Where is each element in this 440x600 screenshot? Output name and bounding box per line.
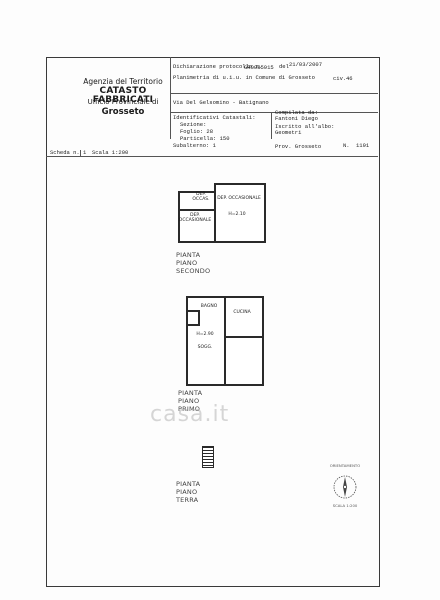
scale-label: Scala 1:200	[92, 149, 129, 156]
room-kitchen	[224, 296, 264, 340]
stair-well	[186, 310, 200, 326]
province-label: Prov. Grosseto	[275, 143, 322, 150]
grid-divider	[170, 93, 378, 94]
room-label: SOGG.	[197, 345, 213, 350]
scheda-divider	[46, 156, 378, 157]
plan-title-ground: PIANTA PIANO TERRA	[176, 480, 201, 504]
identificativi-label: Identificativi Catastali:	[173, 114, 256, 121]
compass-scale: SCALA 1:200	[332, 503, 358, 508]
room-label: H=2.90	[196, 332, 214, 337]
room-right-lower	[224, 336, 264, 386]
document-sheet	[46, 57, 380, 587]
scheda-number: Scheda n. 1	[50, 149, 87, 156]
albo-value: Geometri	[275, 129, 302, 136]
room-label: CUCINA	[233, 310, 251, 315]
office-label: Ufficio Provinciale di	[87, 98, 159, 106]
compilata-label: Compilata da:	[275, 109, 318, 116]
protocol-number: GR0085915	[244, 64, 274, 71]
room-label: DEP. OCCASIONALE	[178, 213, 212, 223]
iscritto-label: Iscritto all'albo:	[275, 123, 335, 130]
declaration-date: 21/03/2007	[289, 61, 323, 68]
compass-label: ORIENTAMENTO	[329, 463, 361, 468]
room-label: DEP. OCCASIONALE	[217, 196, 261, 201]
particella: Particella: 150	[180, 135, 230, 142]
sezione: Sezione:	[180, 121, 207, 128]
plan-title-second: PIANTA PIANO SECONDO	[176, 251, 211, 275]
room-label: H=2.10	[228, 212, 246, 217]
subalterno: Subalterno: 1	[173, 142, 216, 149]
ground-stairs	[202, 446, 214, 468]
dichiarazione-label: Dichiarazione protocollo n.	[173, 63, 263, 70]
registry-title: CATASTO FABBRICATI	[92, 86, 154, 105]
room-right	[214, 183, 266, 243]
agency-name: Agenzia del Territorio	[83, 77, 163, 86]
plan-title-first: PIANTA PIANO PRIMO	[178, 389, 203, 413]
room-label: BAGNO	[200, 304, 218, 309]
grid-divider	[170, 112, 378, 113]
del-label: del	[279, 63, 289, 70]
planimetria-label: Planimetria di u.i.u. in Comune di Gross…	[173, 74, 315, 81]
room-label: DEP. OCCAS.	[192, 192, 210, 202]
scheda-divider	[80, 150, 81, 156]
grid-divider	[271, 112, 272, 139]
civ-label: civ.	[333, 75, 347, 82]
compass: ORIENTAMENTO SCALA 1:200	[324, 463, 366, 520]
compass-rose-icon	[333, 475, 357, 499]
n-value: 1191	[356, 142, 370, 149]
compiler-name: Fantoni Diego	[275, 115, 318, 122]
civ-number: 46	[346, 75, 353, 82]
foglio: Foglio: 28	[180, 128, 214, 135]
watermark: casa.it	[150, 402, 230, 427]
province-name: Grosseto	[101, 107, 145, 117]
grid-divider	[170, 57, 171, 139]
n-label: N.	[343, 142, 350, 149]
address: Via Del Gelsomino - Batignano	[173, 99, 269, 106]
